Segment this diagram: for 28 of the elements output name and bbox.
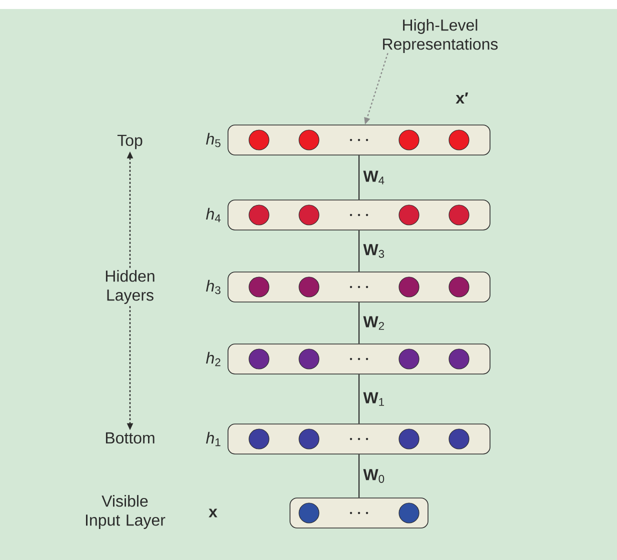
neuron-layer-box	[228, 424, 490, 454]
text-label: x′	[456, 92, 468, 104]
layer-label: h$_{5}$	[206, 132, 220, 148]
neuron-layer-box	[228, 272, 490, 302]
text-label: High-Level Representations	[383, 19, 498, 53]
text-label: Hidden Layers	[106, 270, 154, 304]
edge-label: W$_{0}$	[363, 469, 384, 483]
edge-label: W$_{4}$	[363, 170, 384, 184]
connector-line	[358, 454, 360, 498]
text-label: Top	[117, 134, 142, 150]
edge-label: W$_{1}$	[363, 392, 384, 406]
connector-line	[358, 155, 360, 200]
neuron-layer-box	[228, 344, 490, 374]
layer-label: h$_{3}$	[206, 280, 220, 294]
layer-label: h$_{2}$	[206, 352, 220, 366]
layer-label: h$_{4}$	[206, 208, 221, 222]
layer-label: h$_{1}$	[206, 432, 220, 446]
neuron-layer-box	[228, 124, 490, 156]
connector-line	[358, 230, 360, 272]
edge-label: W$_{3}$	[363, 244, 384, 258]
edge-label: W$_{2}$	[363, 316, 384, 330]
neuron-layer-box	[228, 200, 490, 230]
text-label: x	[208, 508, 218, 518]
text-label: Visible Input Layer	[86, 495, 166, 529]
text-label: Bottom	[106, 432, 154, 444]
connector-line	[358, 302, 360, 344]
neuron-layer-box	[290, 498, 428, 528]
connector-line	[358, 374, 360, 424]
